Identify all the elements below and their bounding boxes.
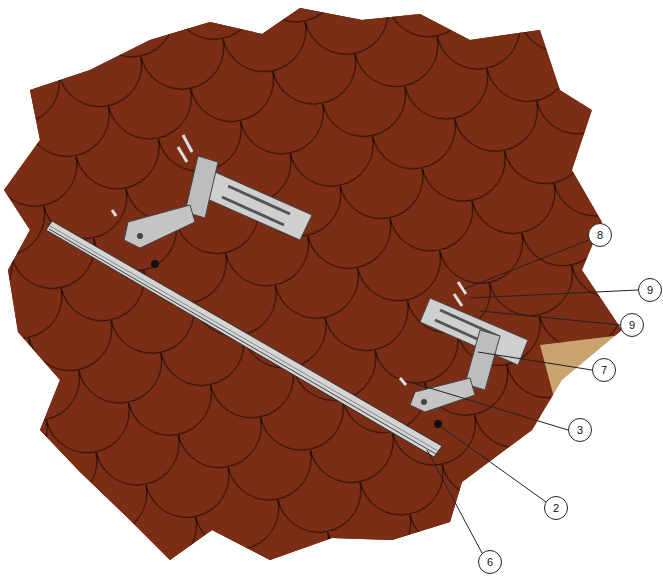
callout-number: 9: [620, 313, 644, 337]
callout-number: 2: [544, 496, 568, 520]
callout-number: 7: [592, 358, 616, 382]
callout-number: 3: [568, 418, 592, 442]
callout-number: 6: [478, 550, 502, 574]
callout-number: 8: [588, 223, 612, 247]
callout-number: 9: [638, 278, 662, 302]
